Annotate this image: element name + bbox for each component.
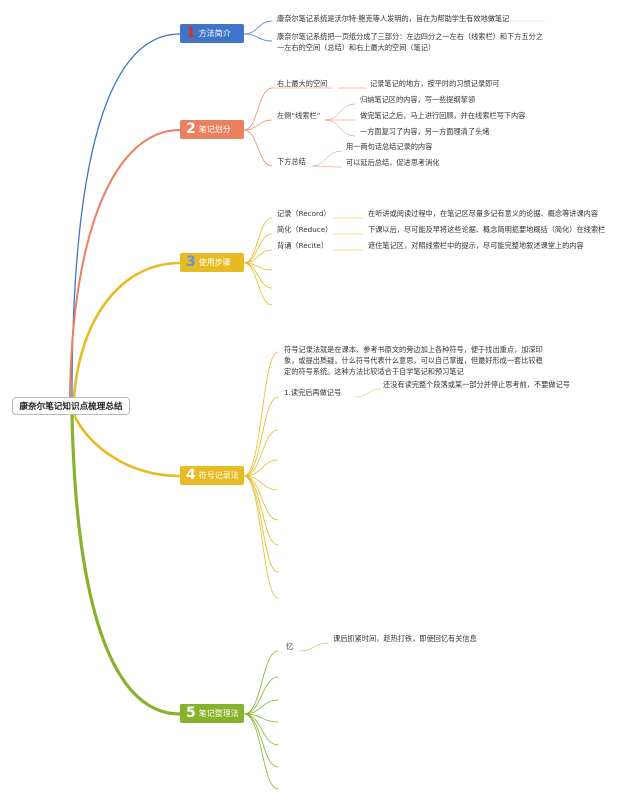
topic-2-number: 2 [186, 121, 196, 137]
topic-4-link-intro [243, 351, 279, 477]
topic-5-empty-6 [243, 713, 279, 790]
topic-5-empty-4 [243, 713, 279, 746]
topic-2-sub-1 [324, 103, 356, 121]
topic-2-item-2-detail-3: 一方面复习了内容，另一方面理清了头绪 [360, 127, 490, 136]
topic-4-number: 4 [186, 467, 196, 483]
topic-2-item-2-detail-1: 归纳笔记区的内容，写一些提纲挈领 [360, 95, 476, 104]
topic-5-empty-1 [243, 676, 279, 715]
topic-5-link-1 [243, 650, 279, 715]
topic-3-link-3 [243, 249, 273, 264]
topic-3-link-1 [243, 217, 273, 264]
topic-1-link-1 [243, 20, 273, 35]
topic-1-link-2 [243, 33, 273, 42]
topic-4-empty-7 [243, 475, 279, 599]
topic-5-empty-5 [243, 713, 279, 768]
topic-2-item-1: 右上最大的空间 [277, 79, 328, 88]
topic-2-sub-3 [324, 119, 356, 137]
root-link-2 [69, 129, 181, 398]
topic-1-label: 方法简介 [198, 29, 231, 38]
topic-3-item-3: 背诵（Recite） [277, 241, 329, 250]
topic-2-label: 笔记划分 [198, 125, 231, 134]
topic-2-link-2 [243, 119, 273, 131]
topic-4-label: 符号记录法 [198, 471, 239, 480]
topic-1-number: 1 [186, 25, 196, 41]
topic-5-item-1: 忆 [286, 642, 294, 651]
topic-4-empty-6 [243, 475, 279, 573]
topic-4-item-1-detail: 还没有读完整个段落或某一部分并停止思考前，不要做记号 [383, 380, 570, 389]
topic-2-item-2-detail-2: 做完笔记之后，马上进行回顾，并在线索栏写下内容 [360, 111, 526, 120]
topic-4-item-1-tail [354, 388, 381, 398]
topic-5-empty-2 [243, 699, 279, 715]
topic-3-label: 使用步骤 [198, 258, 231, 267]
topic-2-item-2: 左侧“线索栏” [277, 111, 321, 120]
topic-2-item-3-detail-2: 可以延后总结，促进思考消化 [346, 158, 440, 167]
topic-4-empty-2 [243, 459, 279, 477]
root-link-4 [72, 413, 182, 478]
topic-2-link-3 [243, 129, 273, 167]
topic-3-item-1: 记录（Record） [277, 209, 331, 218]
topic-3-item-3-detail: 遮住笔记区，对照线索栏中的提示，尽可能完整地叙述课堂上的内容 [368, 241, 584, 250]
branch-links [69, 20, 546, 790]
topic-3-item-2: 简化（Reduce） [277, 225, 333, 234]
topic-4-item-1: 1.读完后再做记号 [284, 388, 342, 397]
topic-4-empty-5 [243, 475, 279, 546]
topic-2-item-3-detail-1: 用一两句话总结记录的内容 [346, 142, 433, 151]
topic-4-link-1 [243, 396, 279, 477]
topic-5-item-1-tail [299, 642, 329, 652]
topic-5-label: 笔记整理法 [198, 709, 239, 718]
topic-4-intro: 符号记录法就是在课本、参考书原文的旁边加上各种符号，便于找出重点，加深印象，或提… [284, 345, 543, 376]
topic-3-number: 3 [186, 254, 196, 270]
topic-3-item-2-detail: 下课以后，尽可能及早将这些论据、概念简明扼要地概括（简化）在线索栏 [368, 225, 606, 234]
root-link-3 [72, 261, 182, 399]
topic-2-link-1 [243, 87, 273, 131]
topic-3-empty-3 [243, 262, 273, 306]
topic-3-link-2 [243, 233, 273, 264]
root-link-5 [70, 413, 182, 716]
root-topic[interactable]: 康奈尔笔记知识点梳理总结 [12, 397, 130, 415]
topic-5-number: 5 [186, 705, 196, 721]
root-link-1 [71, 33, 181, 398]
topic-4-empty-1 [243, 429, 279, 477]
topic-2-sub-4 [311, 150, 343, 167]
topic-3-item-1-detail: 在听讲或阅读过程中，在笔记区尽量多记有意义的论据、概念等讲课内容 [368, 209, 599, 218]
topic-5-item-1-detail: 课后抓紧时间，趁热打铁，即使回忆有关信息 [333, 634, 477, 643]
topic-2-item-3: 下方总结 [277, 157, 306, 166]
topic-1-note-1: 康奈尔笔记系统是沃尔特·鲍克等人发明的，旨在为帮助学生有效地做笔记 [277, 14, 510, 23]
topic-1-note-2: 康奈尔笔记系统把一页纸分成了三部分：左边四分之一左右（线索栏）和下方五分之一左右… [277, 32, 543, 52]
topic-2-item-1-detail-1: 记录笔记的地方，按平时的习惯记录即可 [370, 79, 500, 88]
topic-2-sub-5 [311, 165, 343, 168]
